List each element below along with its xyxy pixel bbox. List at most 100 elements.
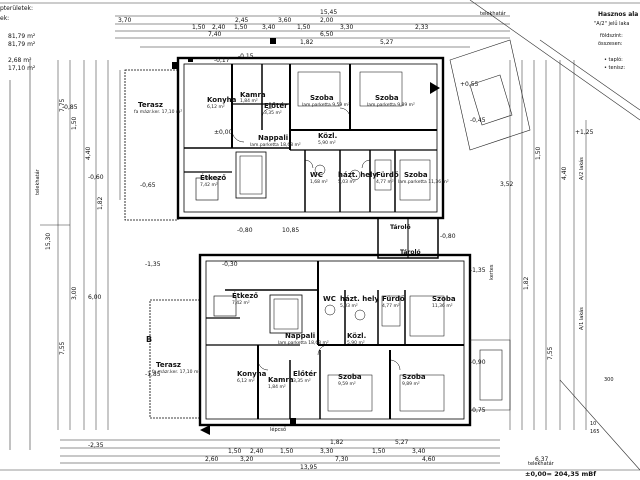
storage-block [377,217,439,259]
room-kamra-lower-area: 1,84 m² [268,385,286,390]
side-dim-3: 4,40 [85,146,92,160]
level-8: -1,85 [145,371,161,378]
level-3: -0,65 [140,182,156,189]
dim-top-12: 6,50 [320,31,334,38]
dim-top-13: 7,40 [208,31,222,38]
legend-area-4: 17,10 m² [8,65,36,72]
room-szoba-upper-2-area: lam.parketta 9,89 m² [367,103,415,108]
level-11: +0,55 [460,81,479,88]
level-7: -1,35 [470,267,486,274]
legend-line2: ek: [0,15,10,22]
room-szoba-lower-1: Szoba [432,295,456,303]
room-szoba-lower-2-area: 9,59 m² [338,382,356,387]
level-14: -0,60 [88,174,104,181]
dim-bottom-4: 2,60 [205,456,219,463]
room-terasz-lower-area: fa mázr.ker. 17,10 m² [152,370,201,375]
side-dim-6: 3,00 [71,286,78,300]
dim-bottom-9: 3,30 [320,448,334,455]
level-18: -0,85 [62,104,78,111]
dim-bottom-2: 7,30 [335,456,349,463]
room-szoba-lower-3: Szoba [402,373,426,381]
lepcso-label: lépcső [270,427,287,433]
panel-label-2: összesen: [598,41,623,47]
side-dim-8: 6,00 [88,294,102,301]
room-furdo-lower-area: 4,77 m² [382,304,400,309]
panel-item-1: • tapló: [604,57,623,63]
level-13: -0,75 [470,407,486,414]
dim-bottom-13: 5,27 [395,439,409,446]
dim-bottom-14: 1,82 [330,439,344,446]
room-eloter-upper: Előtér [264,102,288,110]
section-markers [172,38,440,435]
room-furdo-upper-area: 4,77 m² [376,180,394,185]
level-10: -0,90 [470,359,486,366]
num-300: 300 [604,377,614,383]
room-kozl-lower-area: 5,90 m² [347,341,365,346]
dim-top-6: 1,50 [192,24,206,31]
level-12: +1,25 [575,129,594,136]
room-nappali-upper: Nappali [258,134,289,142]
panel-item-2: • tenisz: [604,65,626,71]
telekhatar-label-top: telekhatár [480,11,506,17]
bottom-dimension-lines [60,439,500,464]
kertes-label: kertes [489,264,495,281]
dim-bottom-10: 1,50 [372,448,386,455]
dim-top-7: 2,40 [212,24,226,31]
level-9: -2,35 [88,442,104,449]
room-hazt-lower-area: 5,03 m² [340,304,358,309]
level-2: -0,45 [470,117,486,124]
level-15: ±0,00 [214,129,233,136]
room-furdo-lower: Fürdő [382,295,405,303]
room-terasz-lower: Terasz [156,361,182,369]
level-5: -0,80 [440,233,456,240]
dim-top-2: 3,70 [118,17,132,24]
dim-top-15: 2,33 [415,24,429,31]
room-szoba-lower-1-area: 11,36 m² [432,304,453,309]
upper-unit [124,56,445,221]
dim-bottom-3: 3,20 [240,456,254,463]
room-hazt-upper: házt. hely [338,171,377,179]
room-szoba-upper-3: Szoba [404,171,428,179]
room-kamra-upper-area: 1,84 m² [240,99,258,104]
legend-header: pterületek: [0,5,34,12]
room-eloter-lower: Előtér [293,370,317,378]
room-kozl-upper-area: 5,90 m² [318,141,336,146]
side-dim-2: 1,50 [71,116,78,130]
side-dim-11: 1,82 [523,276,530,290]
room-konyha-upper-area: 6,12 m² [207,105,225,110]
num-165: 165 [590,429,600,435]
room-furdo-upper: Fürdő [376,171,399,179]
top-dimension-lines [115,15,510,48]
room-szoba-lower-3-area: 9,89 m² [402,382,420,387]
side-dim-5: 7,55 [59,341,66,355]
lakas-label: A/1 lakás [579,307,585,330]
dim-bottom-6: 1,50 [228,448,242,455]
room-szoba-upper-1: Szoba [310,94,334,102]
room-kozl-lower: Közl. [347,332,367,340]
side-dim-12: 7,55 [547,346,554,360]
level-1: -0,15 [238,53,254,60]
room-kamra-upper: Kamra [240,91,266,99]
level-6: -1,35 [145,261,161,268]
room-hazt-lower: házt. hely [340,295,379,303]
elevation-label: ±0,00= 204,35 mBf [525,470,597,478]
dim-bottom-7: 2,40 [250,448,264,455]
room-wc-upper-area: 1,68 m² [310,180,328,185]
section-b-mark: B [146,335,153,344]
room-hazt-upper-area: 5,03 m² [338,180,356,185]
room-eloter-lower-area: 3,35 m² [293,379,311,384]
room-kamra-lower: Kamra [268,376,294,384]
num-10: 10 [590,421,597,427]
room-szoba-upper-2: Szoba [375,94,399,102]
legend-area-1: 81,79 m² [8,33,36,40]
room-nappali-lower: Nappali [285,332,316,340]
dim-bottom-12: 6,37 [535,456,549,463]
room-konyha-upper: Konyha [207,96,237,104]
dim-top-3: 2,45 [235,17,249,24]
panel-title: Hasznos ala [598,11,639,18]
panel-label-1: földszint: [600,33,623,39]
dim-top-1: 15,45 [320,9,338,16]
side-dim-10: 3,52 [500,181,514,188]
tarolo-label-2: Tároló [400,249,421,256]
